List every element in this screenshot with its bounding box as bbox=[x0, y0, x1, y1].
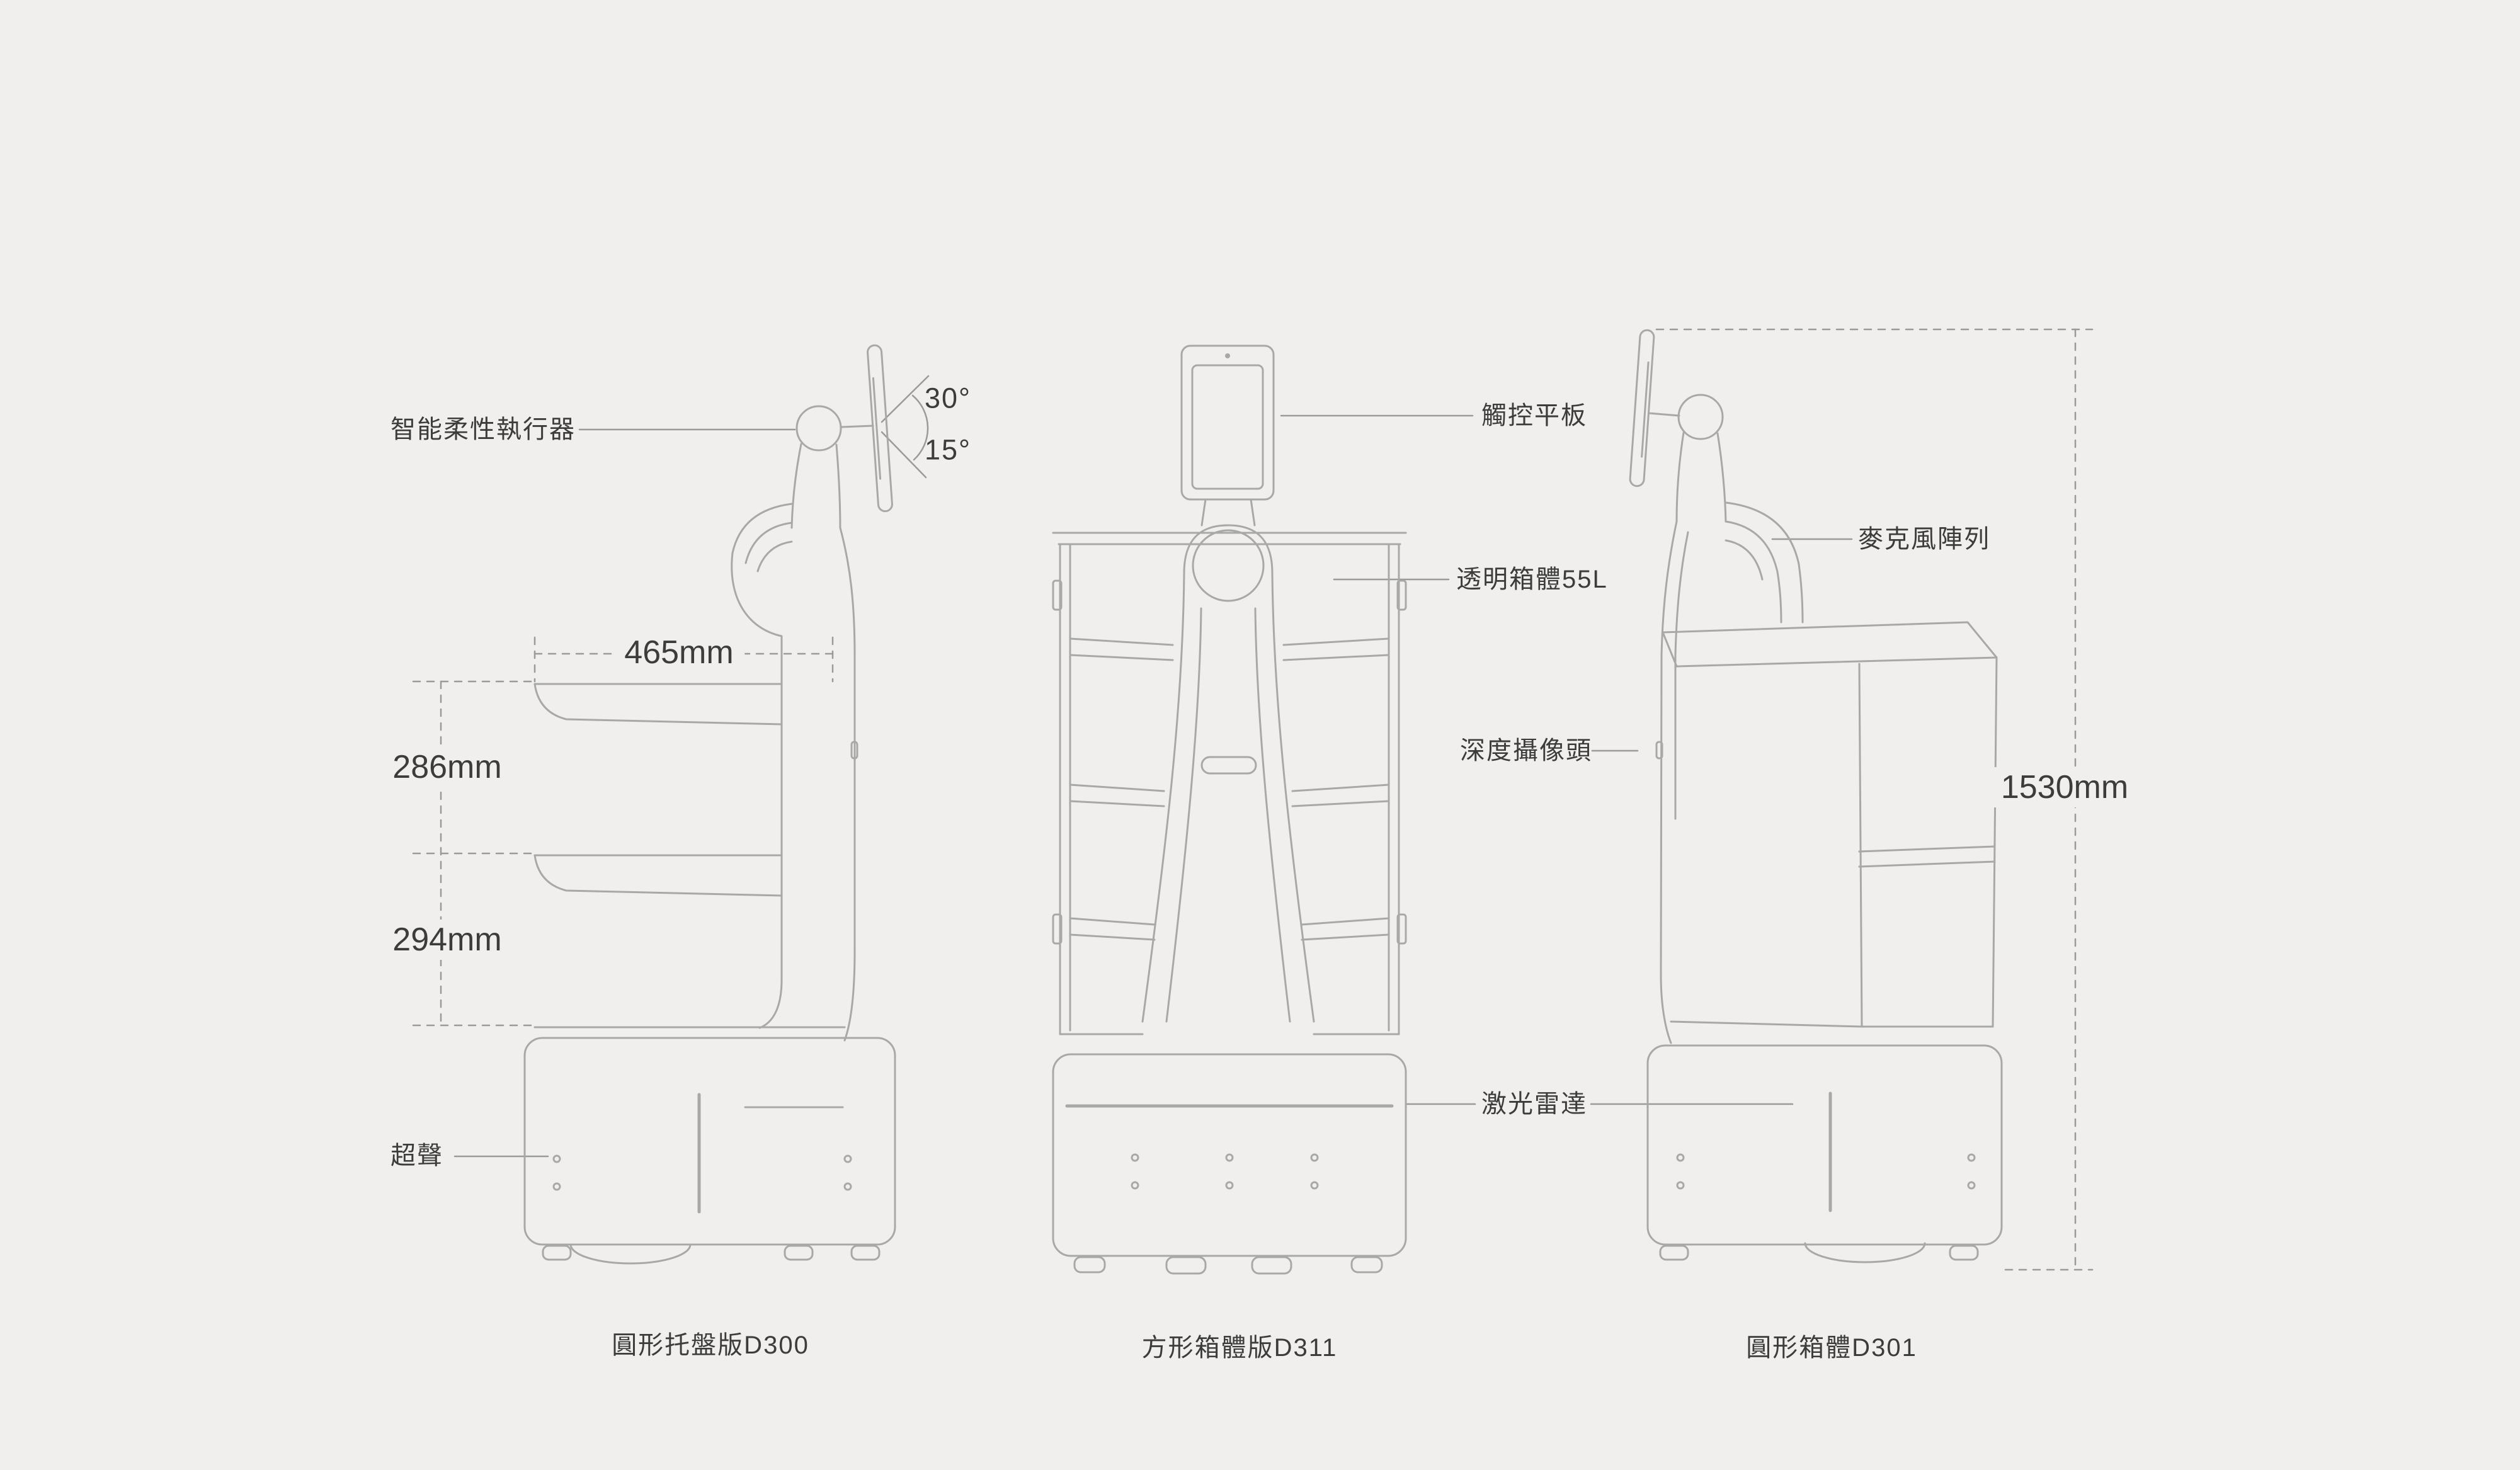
d301-actuator-joint bbox=[1677, 394, 1724, 440]
d301-cabinet bbox=[1662, 621, 1998, 1028]
d301-spine bbox=[1660, 520, 1689, 1044]
d300-base bbox=[523, 1037, 896, 1246]
d300-spine bbox=[731, 527, 856, 1042]
label-dim-286mm: 286mm bbox=[381, 747, 513, 787]
d301-base bbox=[1646, 1044, 2003, 1246]
d311-neck bbox=[1183, 498, 1274, 574]
d311-actuator-joint bbox=[1192, 529, 1265, 602]
d300-wheels bbox=[542, 1243, 881, 1265]
label-dim-294mm: 294mm bbox=[381, 920, 513, 960]
d301-screen-panel bbox=[1629, 329, 1655, 487]
d301-mic-array-curves bbox=[1725, 501, 1804, 624]
label-angle-30: 30° bbox=[925, 382, 972, 414]
d301-depth-camera-nub bbox=[1655, 741, 1663, 760]
caption-d300: 圓形托盤版D300 bbox=[612, 1331, 809, 1359]
label-depth-camera: 深度攝像頭 bbox=[1460, 737, 1592, 765]
d311-tablet bbox=[1180, 345, 1275, 501]
d300-screen-bracket bbox=[840, 424, 874, 428]
caption-d311: 方形箱體版D311 bbox=[1141, 1334, 1338, 1362]
d300-neck bbox=[790, 443, 841, 529]
label-dim-465mm: 465mm bbox=[613, 632, 745, 673]
angle-fan-arc bbox=[911, 394, 929, 461]
angle-fan-lower-line bbox=[881, 431, 927, 479]
robot-d301 bbox=[1629, 329, 2003, 1263]
d300-tray-lower bbox=[533, 854, 783, 897]
d311-handle bbox=[1200, 756, 1257, 775]
label-angle-15: 15° bbox=[925, 433, 972, 466]
label-touch-tablet: 觸控平板 bbox=[1481, 402, 1587, 430]
d301-wheels bbox=[1659, 1242, 1979, 1263]
label-ultrasonic: 超聲 bbox=[391, 1142, 443, 1170]
d300-depth-camera-nub bbox=[850, 741, 858, 760]
d311-center-column bbox=[1141, 572, 1315, 1023]
label-transparent-box: 透明箱體55L bbox=[1456, 566, 1608, 593]
angle-fan-upper-line bbox=[881, 375, 930, 423]
label-dim-1530mm: 1530mm bbox=[1989, 767, 2140, 807]
d311-shelves bbox=[1069, 637, 1390, 941]
d311-wheels bbox=[1073, 1256, 1383, 1275]
robot-d311 bbox=[1052, 345, 1407, 1275]
d311-cabinet bbox=[1052, 532, 1407, 1035]
label-actuator: 智能柔性執行器 bbox=[391, 416, 576, 443]
d311-base bbox=[1052, 1053, 1407, 1257]
label-mic-array: 麥克風陣列 bbox=[1858, 525, 1990, 553]
caption-d301: 圓形箱體D301 bbox=[1746, 1334, 1917, 1362]
d300-shoulder-curves bbox=[731, 503, 793, 573]
label-lidar: 激光雷達 bbox=[1481, 1090, 1587, 1118]
d300-screen-panel bbox=[867, 344, 893, 513]
d301-neck bbox=[1675, 431, 1727, 523]
d301-screen-bracket bbox=[1648, 412, 1680, 417]
d300-actuator-joint bbox=[795, 405, 842, 452]
dimension-lines bbox=[412, 328, 2094, 1271]
robot-d300 bbox=[523, 344, 896, 1265]
d300-tray-upper bbox=[533, 683, 783, 726]
